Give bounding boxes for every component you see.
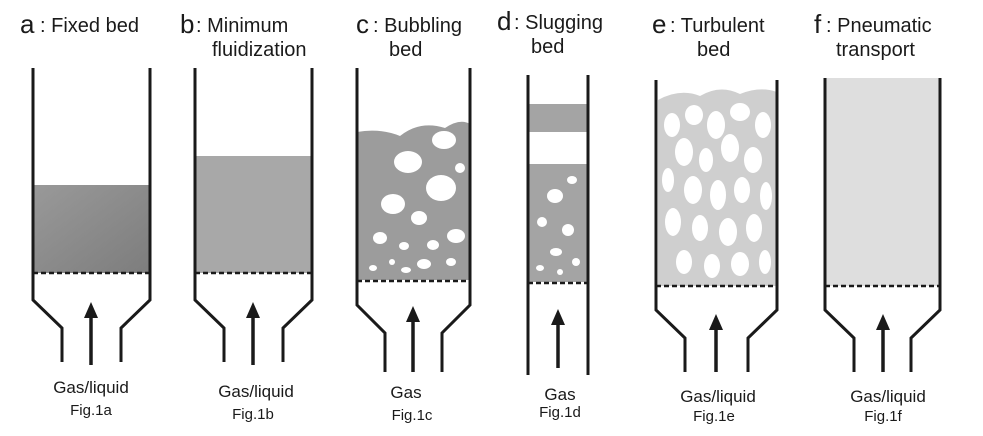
panel-bubbling-bed: c : Bubbling bed Gas Fig.1c <box>355 9 472 424</box>
fig-label: Fig.1c <box>392 407 433 424</box>
panel-title: : Turbulent <box>670 15 765 37</box>
panel-title: : Minimum <box>196 15 288 37</box>
bubbles <box>369 131 465 273</box>
panel-turbulent-bed: e : Turbulent bed Gas/liquid Fig.1e <box>652 9 779 425</box>
bed-fill <box>825 78 940 286</box>
vessel-wall <box>355 68 472 372</box>
panel-minimum-fluidization: b : Minimum fluidization Gas/liquid Fig.… <box>180 9 314 423</box>
panel-title: : Fixed bed <box>40 15 139 37</box>
fig-label: Fig.1b <box>232 406 274 423</box>
arrow-head-icon <box>709 314 723 330</box>
vessel-wall <box>31 68 152 362</box>
vessel-wall <box>193 68 314 362</box>
arrow-head-icon <box>406 306 420 322</box>
panel-letter: e <box>652 9 666 39</box>
panel-letter: b <box>180 9 194 39</box>
panel-pneumatic-transport: f : Pneumatic transport Gas/liquid Fig.1… <box>814 9 942 425</box>
gas-label: Gas/liquid <box>850 387 926 406</box>
panel-title-line2: bed <box>531 36 564 58</box>
vessel-wall <box>654 80 779 372</box>
bubbles <box>536 176 580 275</box>
panel-fixed-bed: a : Fixed bed Gas/liquid Fig.1a <box>20 9 152 419</box>
panel-title: : Bubbling <box>373 15 462 37</box>
arrow-head-icon <box>84 302 98 318</box>
gas-label: Gas <box>544 385 575 404</box>
fig-label: Fig.1a <box>70 402 112 419</box>
vessel-wall <box>823 78 942 372</box>
fig-label: Fig.1d <box>539 404 581 421</box>
panel-title-line2: transport <box>836 39 915 61</box>
slug-fill <box>528 104 588 132</box>
bed-fill <box>195 156 312 273</box>
panel-title: : Pneumatic <box>826 15 932 37</box>
vessel-wall <box>526 75 590 375</box>
arrow-head-icon <box>876 314 890 330</box>
panel-letter: f <box>814 9 822 39</box>
gas-label: Gas <box>390 383 421 402</box>
panel-title-line2: bed <box>389 39 422 61</box>
panel-title-line2: fluidization <box>212 39 307 61</box>
panel-letter: a <box>20 9 35 39</box>
panel-letter: c <box>356 9 369 39</box>
gas-label: Gas/liquid <box>53 378 129 397</box>
panel-letter: d <box>497 6 511 36</box>
panel-title: : Slugging <box>514 12 603 34</box>
bubbles <box>662 103 772 278</box>
arrow-head-icon <box>551 309 565 325</box>
gas-label: Gas/liquid <box>218 382 294 401</box>
panel-title-line2: bed <box>697 39 730 61</box>
gas-label: Gas/liquid <box>680 387 756 406</box>
panel-slugging-bed: d : Slugging bed Gas Fig.1d <box>497 6 603 421</box>
arrow-head-icon <box>246 302 260 318</box>
bed-fill <box>33 185 150 273</box>
fig-label: Fig.1f <box>864 408 902 425</box>
fig-label: Fig.1e <box>693 408 735 425</box>
